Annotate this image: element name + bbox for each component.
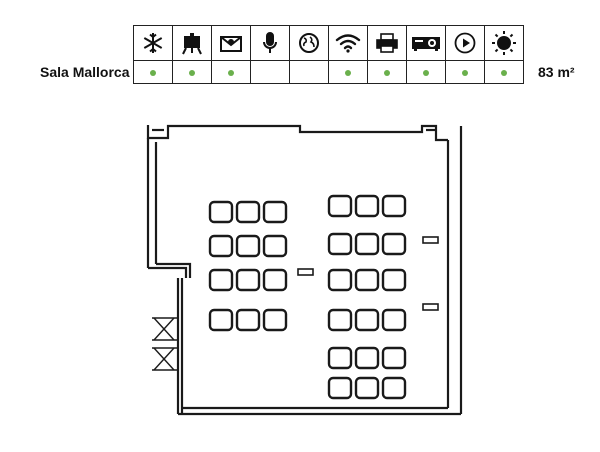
chair [381, 268, 407, 292]
projector-icon [412, 37, 440, 51]
chair [262, 234, 288, 258]
chair [235, 200, 261, 224]
available-dot [501, 70, 507, 76]
availability-cell [133, 60, 173, 84]
chair [327, 194, 353, 218]
printer-icon [376, 33, 398, 53]
chair [327, 232, 353, 256]
chair [381, 376, 407, 400]
availability-cell [367, 60, 407, 84]
small-tables [297, 236, 439, 311]
amenity-cell-mic [250, 25, 290, 61]
amenity-cell-video [445, 25, 485, 61]
wifi-icon [335, 34, 361, 53]
snowflake-icon [143, 33, 163, 53]
amenity-cell-light [484, 25, 524, 61]
side-table [297, 268, 314, 276]
chair [208, 268, 234, 292]
side-table [422, 303, 439, 311]
chair [262, 308, 288, 332]
chair [327, 308, 353, 332]
chair [327, 268, 353, 292]
availability-cell [328, 60, 368, 84]
play-icon [454, 32, 476, 54]
amenity-cell-easel [172, 25, 212, 61]
envelope-icon [220, 36, 242, 52]
availability-cell [211, 60, 251, 84]
amenity-cell-projector [406, 25, 446, 61]
chair [354, 376, 380, 400]
side-table [422, 236, 439, 244]
amenity-cell-globe [289, 25, 329, 61]
chair [381, 194, 407, 218]
seating-layout [208, 194, 407, 400]
chair [354, 308, 380, 332]
available-dot [228, 70, 234, 76]
globe-icon [299, 33, 319, 53]
chair [208, 234, 234, 258]
availability-cell [172, 60, 212, 84]
available-dot [150, 70, 156, 76]
room-name: Sala Mallorca [40, 64, 130, 80]
availability-cell [484, 60, 524, 84]
chair [381, 232, 407, 256]
chair [235, 268, 261, 292]
amenity-icon-row [133, 25, 524, 61]
amenity-cell-printer [367, 25, 407, 61]
chair [208, 200, 234, 224]
availability-cell [406, 60, 446, 84]
chair [354, 268, 380, 292]
chair [354, 232, 380, 256]
easel-icon [182, 33, 202, 55]
microphone-icon [263, 32, 277, 53]
chair [381, 308, 407, 332]
amenity-cell-mail [211, 25, 251, 61]
amenity-cell-ac [133, 25, 173, 61]
amenity-cell-wifi [328, 25, 368, 61]
chair [354, 194, 380, 218]
chair [262, 200, 288, 224]
available-dot [423, 70, 429, 76]
availability-cell [445, 60, 485, 84]
chair [354, 346, 380, 370]
chair [327, 346, 353, 370]
chair [381, 346, 407, 370]
available-dot [384, 70, 390, 76]
room-area: 83 m² [538, 64, 575, 80]
door-hatching [152, 317, 178, 371]
chair [208, 308, 234, 332]
chair [327, 376, 353, 400]
availability-cell [289, 60, 329, 84]
room-walls [146, 124, 463, 416]
floor-plan [146, 124, 463, 416]
availability-cell [250, 60, 290, 84]
chair [235, 308, 261, 332]
amenities-table [133, 25, 524, 84]
chair [235, 234, 261, 258]
available-dot [189, 70, 195, 76]
available-dot [462, 70, 468, 76]
available-dot [345, 70, 351, 76]
chair [262, 268, 288, 292]
amenity-availability-row [133, 60, 524, 84]
sun-icon [492, 31, 516, 55]
